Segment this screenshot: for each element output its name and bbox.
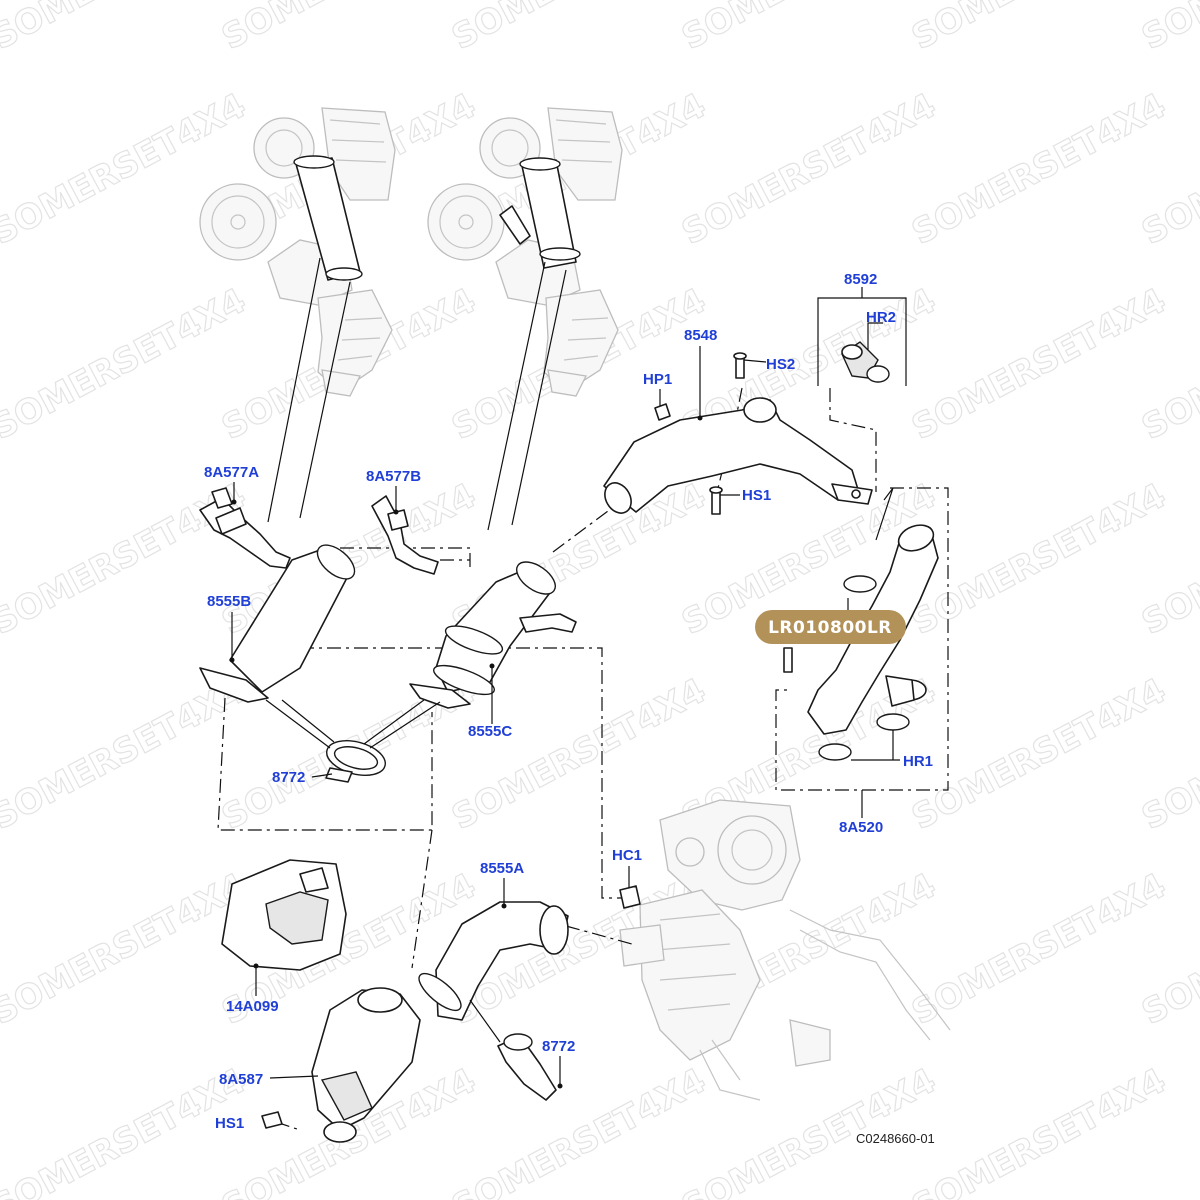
watermark: SOMERSET4X4 [905,671,1172,838]
part-8a577a[interactable] [199,482,291,569]
callout-14a099[interactable]: 14A099 [226,998,279,1015]
fastener-hs1-upper[interactable] [709,486,740,515]
callout-8a587[interactable]: 8A587 [219,1071,263,1088]
part-8555c[interactable] [409,556,577,724]
watermark: SOMERSET4X4 [675,86,942,253]
callout-8548[interactable]: 8548 [684,327,717,344]
part-number-badge[interactable]: LR010800LR [755,610,906,644]
part-14a099[interactable] [221,859,347,996]
callout-hp1[interactable]: HP1 [643,371,672,388]
watermark: SOMERSET4X4 [445,671,712,838]
callout-hr2[interactable]: HR2 [866,309,896,326]
watermark: SOMERSET4X4 [1135,0,1200,58]
watermark: SOMERSET4X4 [905,0,1172,58]
engine-hose-middle [499,157,581,269]
watermark: SOMERSET4X4 [0,671,252,838]
callout-8772-upper[interactable]: 8772 [272,769,305,786]
engine-hose-left [293,155,363,281]
part-8a577b[interactable] [371,486,439,575]
fastener-hp1[interactable] [654,389,671,421]
callout-8555c[interactable]: 8555C [468,723,512,740]
watermark: SOMERSET4X4 [445,1061,712,1200]
callout-8555b[interactable]: 8555B [207,593,251,610]
watermark: SOMERSET4X4 [445,0,712,58]
part-8555a[interactable] [414,878,569,1021]
engine-context-middle [427,107,623,397]
part-8592[interactable] [817,287,907,386]
callout-8555a[interactable]: 8555A [480,860,524,877]
water-pump-context [619,799,951,1101]
part-number-text: LR010800LR [768,618,892,638]
callout-hs1-lower[interactable]: HS1 [215,1115,244,1132]
callout-8a520[interactable]: 8A520 [839,819,883,836]
fastener-hc1[interactable] [619,866,641,909]
watermark: SOMERSET4X4 [0,281,252,448]
fastener-hs2[interactable] [733,352,767,379]
callout-hs2[interactable]: HS2 [766,356,795,373]
diagram-reference-code: C0248660-01 [856,1131,935,1146]
watermark: SOMERSET4X4 [905,281,1172,448]
part-8a587[interactable] [269,987,421,1143]
callout-hs1-upper[interactable]: HS1 [742,487,771,504]
callout-hr1[interactable]: HR1 [903,753,933,770]
part-8548[interactable] [600,346,873,518]
part-8555b[interactable] [199,539,361,703]
callout-8592[interactable]: 8592 [844,271,877,288]
callout-8a577a[interactable]: 8A577A [204,464,259,481]
part-8772-lower[interactable] [469,999,563,1101]
watermark: SOMERSET4X4 [905,866,1172,1033]
callout-8a577b[interactable]: 8A577B [366,468,421,485]
callout-8772-lower[interactable]: 8772 [542,1038,575,1055]
part-8772-upper[interactable] [265,699,441,783]
watermark: SOMERSET4X4 [905,1061,1172,1200]
watermark: SOMERSET4X4 [0,866,252,1033]
watermark: SOMERSET4X4 [675,0,942,58]
engine-context-left [199,107,396,397]
watermark: SOMERSET4X4 [215,0,482,58]
watermark: SOMERSET4X4 [905,476,1172,643]
watermark: SOMERSET4X4 [905,86,1172,253]
fastener-hs1-lower[interactable] [261,1111,283,1129]
watermark: SOMERSET4X4 [0,0,252,58]
callout-hc1[interactable]: HC1 [612,847,642,864]
